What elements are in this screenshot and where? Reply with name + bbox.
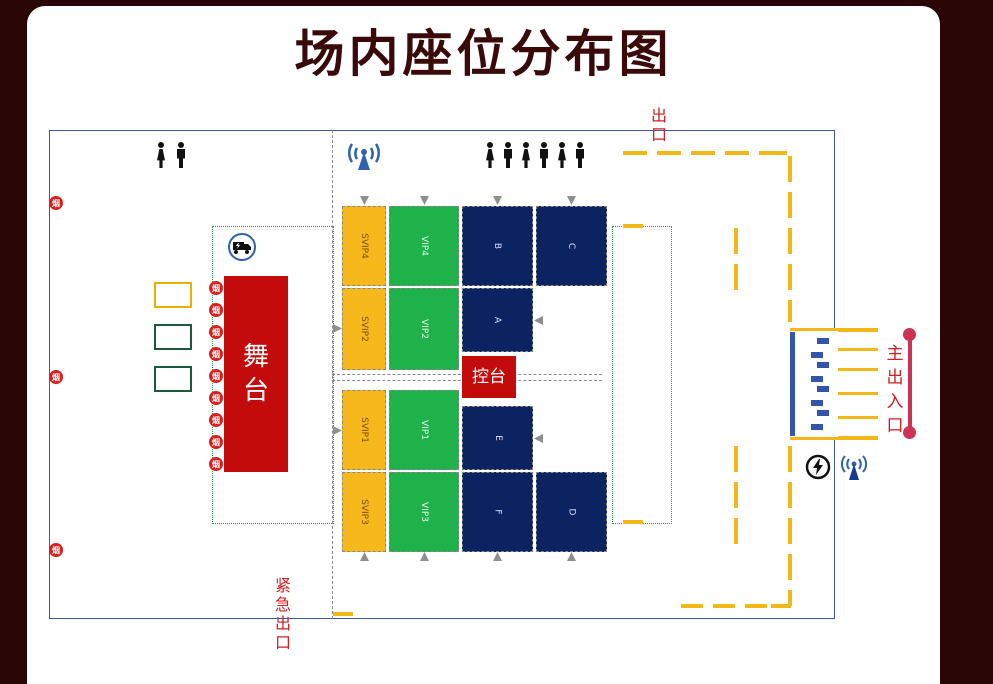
smoke-marker: 烟	[209, 303, 223, 317]
exit-route	[788, 482, 792, 508]
entrance-lane	[838, 416, 878, 419]
door-marker	[333, 324, 342, 333]
exit-route	[713, 604, 735, 608]
exit-route	[657, 151, 681, 155]
stage: 舞台	[224, 276, 288, 472]
exit-route	[734, 518, 738, 544]
entrance-gate	[790, 328, 838, 440]
section-svip4[interactable]: SVIP4	[342, 206, 386, 286]
exit-route	[623, 224, 643, 228]
zone-box-green	[154, 366, 192, 392]
page-title: 场内座位分布图	[294, 25, 673, 83]
zone-box-green	[154, 324, 192, 350]
exit-route	[745, 604, 767, 608]
section-svip3[interactable]: SVIP3	[342, 472, 386, 552]
control-booth: 控台	[462, 356, 516, 398]
door-marker	[333, 426, 342, 435]
door-marker	[493, 552, 502, 561]
main-entrance-label: 主出入口	[886, 344, 904, 436]
door-marker	[420, 552, 429, 561]
door-marker	[534, 434, 543, 443]
turnstile-icon	[811, 400, 823, 406]
door-marker	[360, 552, 369, 561]
entrance-lane	[838, 368, 878, 371]
emergency-exit-marker	[333, 612, 353, 616]
entrance-lane	[838, 328, 878, 332]
barrier-end	[903, 328, 916, 341]
section-e[interactable]: E	[462, 406, 533, 470]
exit-route	[759, 151, 787, 155]
smoke-marker: 烟	[49, 370, 63, 384]
barrier-end	[903, 426, 916, 439]
exit-route	[788, 192, 792, 218]
exit-route	[788, 446, 792, 472]
smoke-marker: 烟	[209, 281, 223, 295]
smoke-marker: 烟	[209, 457, 223, 471]
door-marker	[360, 196, 369, 205]
exit-route	[788, 264, 792, 290]
door-marker	[567, 196, 576, 205]
equipment-truck-icon	[227, 232, 257, 266]
section-vip1[interactable]: VIP1	[389, 390, 459, 470]
exit-route	[788, 228, 792, 254]
exit-route	[623, 520, 643, 524]
section-vip2[interactable]: VIP2	[389, 288, 459, 370]
section-c[interactable]: C	[536, 206, 607, 286]
right-route	[612, 226, 672, 524]
turnstile-icon	[811, 424, 823, 430]
emergency-exit-label: 紧急出口	[274, 576, 291, 652]
turnstile-icon	[811, 352, 823, 358]
turnstile-icon	[817, 410, 829, 416]
exit-route	[734, 264, 738, 290]
power-icon	[805, 454, 831, 484]
zone-box-yellow	[154, 282, 192, 308]
gate-pole	[790, 332, 795, 436]
top-exit-label: 出口	[650, 106, 667, 144]
section-vip3[interactable]: VIP3	[389, 472, 459, 552]
smoke-marker: 烟	[209, 325, 223, 339]
exit-route	[734, 446, 738, 472]
turnstile-icon	[817, 386, 829, 392]
door-marker	[420, 196, 429, 205]
turnstile-icon	[811, 376, 823, 382]
door-marker	[567, 552, 576, 561]
entrance-lane	[838, 348, 878, 351]
entrance-barrier	[908, 334, 912, 438]
door-marker	[493, 196, 502, 205]
exit-route	[788, 518, 792, 544]
exit-route	[788, 590, 792, 606]
section-f[interactable]: F	[462, 472, 533, 552]
exit-route	[681, 604, 703, 608]
exit-route	[734, 482, 738, 508]
map-card: 场内座位分布图 SVIP4 SVIP2 SVIP1 SVIP3 VIP4 VIP…	[27, 6, 940, 684]
exit-route	[623, 151, 647, 155]
section-a[interactable]: A	[462, 288, 533, 352]
exit-route	[691, 151, 715, 155]
turnstile-icon	[817, 338, 829, 344]
wifi-tower-icon	[839, 452, 869, 486]
smoke-marker: 烟	[209, 347, 223, 361]
exit-route	[788, 300, 792, 322]
smoke-marker: 烟	[209, 413, 223, 427]
exit-route	[734, 228, 738, 254]
wifi-tower-icon	[345, 140, 383, 176]
door-marker	[534, 316, 543, 325]
smoke-marker: 烟	[49, 196, 63, 210]
exit-route	[788, 156, 792, 182]
exit-route	[725, 151, 749, 155]
exit-route	[788, 554, 792, 580]
section-vip4[interactable]: VIP4	[389, 206, 459, 286]
smoke-marker: 烟	[209, 435, 223, 449]
turnstile-icon	[817, 362, 829, 368]
entrance-lane	[838, 436, 878, 440]
smoke-marker: 烟	[49, 543, 63, 557]
section-d[interactable]: D	[536, 472, 607, 552]
smoke-marker: 烟	[209, 391, 223, 405]
smoke-marker: 烟	[209, 369, 223, 383]
exit-route	[771, 604, 791, 608]
section-svip1[interactable]: SVIP1	[342, 390, 386, 470]
section-b[interactable]: B	[462, 206, 533, 286]
section-svip2[interactable]: SVIP2	[342, 288, 386, 370]
entrance-lane	[838, 392, 878, 395]
